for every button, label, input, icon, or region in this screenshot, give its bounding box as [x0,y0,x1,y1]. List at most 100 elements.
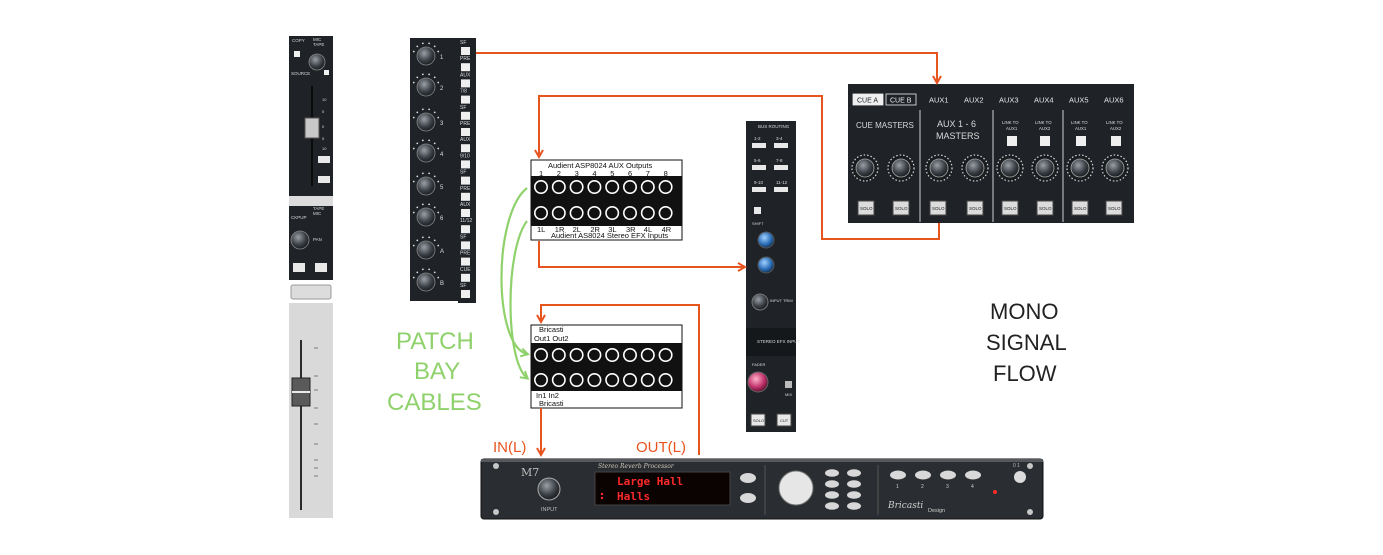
aux-send-knob[interactable] [416,272,436,292]
efx-blue-knob-1[interactable] [757,231,775,249]
patch-jack[interactable] [640,206,655,221]
master-knob[interactable] [1070,158,1090,178]
aux-send-knob[interactable] [416,207,436,227]
patch-jack[interactable] [533,347,548,362]
aux-send-knob[interactable] [416,112,436,132]
master-solo-button[interactable] [857,200,875,216]
master-knob[interactable] [965,158,985,178]
bus-pair-button[interactable] [774,187,788,192]
display-up-button[interactable] [740,473,756,483]
link-button[interactable] [1076,136,1086,146]
patch-jack[interactable] [587,180,602,195]
aux-tab[interactable]: AUX1 [929,96,949,105]
reverb-function-button[interactable] [847,480,861,488]
master-solo-button[interactable] [966,200,984,216]
reverb-function-button[interactable] [825,502,839,510]
preset-button[interactable] [890,470,906,480]
patch-jack[interactable] [551,372,566,387]
strip-button-2[interactable] [318,176,330,183]
aux-send-knob[interactable] [416,77,436,97]
bus-pair-button[interactable] [774,143,788,148]
patch-jack[interactable] [533,206,548,221]
patch-jack[interactable] [605,347,620,362]
aux-send-knob[interactable] [416,143,436,163]
pan-knob[interactable] [290,230,310,250]
aux-tab[interactable]: AUX5 [1069,96,1089,105]
patch-jack[interactable] [605,372,620,387]
aux-tab[interactable]: AUX3 [999,96,1019,105]
link-button[interactable] [1040,136,1050,146]
patch-jack[interactable] [533,180,548,195]
aux-send-knob[interactable] [416,240,436,260]
preset-button[interactable] [940,470,956,480]
cue-tab[interactable] [885,93,917,106]
master-knob[interactable] [1105,158,1125,178]
aux-switch-button[interactable] [461,192,470,201]
master-knob[interactable] [1000,158,1020,178]
patch-jack[interactable] [587,347,602,362]
mix-button[interactable] [324,70,329,75]
patch-jack[interactable] [605,180,620,195]
aux-switch-button[interactable] [461,47,470,55]
patch-jack[interactable] [622,206,637,221]
patch-jack[interactable] [622,347,637,362]
bus-pair-button[interactable] [752,143,766,148]
efx-cut-button[interactable] [776,413,792,427]
patch-jack[interactable] [569,206,584,221]
patch-jack[interactable] [658,180,673,195]
master-solo-button[interactable] [1105,200,1123,216]
aux-switch-button[interactable] [461,273,470,282]
bus-pair-button[interactable] [752,165,766,170]
aux-switch-button[interactable] [461,111,470,120]
patch-jack[interactable] [622,180,637,195]
master-solo-button[interactable] [1036,200,1054,216]
patch-jack[interactable] [640,180,655,195]
patch-jack[interactable] [587,206,602,221]
aux-switch-button[interactable] [461,241,470,250]
input-knob[interactable] [537,477,561,501]
patch-jack[interactable] [587,372,602,387]
master-knob[interactable] [929,158,949,178]
patch-jack[interactable] [658,347,673,362]
aux-send-knob[interactable] [416,46,436,66]
master-solo-button[interactable] [1001,200,1019,216]
patch-jack[interactable] [533,372,548,387]
patch-jack[interactable] [658,206,673,221]
link-button[interactable] [1007,136,1017,146]
patch-jack[interactable] [551,180,566,195]
cue-tab[interactable] [852,93,884,106]
preset-button[interactable] [915,470,931,480]
patch-jack[interactable] [605,206,620,221]
master-knob[interactable] [1035,158,1055,178]
patch-jack[interactable] [640,347,655,362]
aux-send-knob[interactable] [416,176,436,196]
bus-pair-button[interactable] [752,187,766,192]
copy-button[interactable] [294,51,300,57]
patch-jack[interactable] [569,180,584,195]
aux-tab[interactable]: AUX2 [964,96,984,105]
efx-mix-button[interactable] [785,381,792,388]
display-down-button[interactable] [740,493,756,503]
reverb-function-button[interactable] [847,502,861,510]
patch-jack[interactable] [640,372,655,387]
master-knob[interactable] [855,158,875,178]
aux-switch-button[interactable] [461,95,470,104]
efx-blue-knob-2[interactable] [757,256,775,274]
power-knob[interactable] [1014,471,1026,483]
master-solo-button[interactable] [892,200,910,216]
bus-pair-button[interactable] [774,165,788,170]
fader-cap[interactable] [304,117,320,139]
input-trim-knob[interactable] [751,293,769,311]
aux-switch-button[interactable] [461,176,470,185]
master-knob[interactable] [891,158,911,178]
mic-gain-knob[interactable] [308,53,326,71]
shift-button[interactable] [754,207,761,214]
patch-jack[interactable] [551,206,566,221]
reverb-function-button[interactable] [825,491,839,499]
strip-button-1[interactable] [318,156,330,163]
aux-switch-button[interactable] [461,63,470,72]
value-wheel[interactable] [778,470,814,506]
aux-switch-button[interactable] [461,128,470,136]
aux-switch-button[interactable] [461,209,470,217]
aux-tab[interactable]: AUX4 [1034,96,1054,105]
